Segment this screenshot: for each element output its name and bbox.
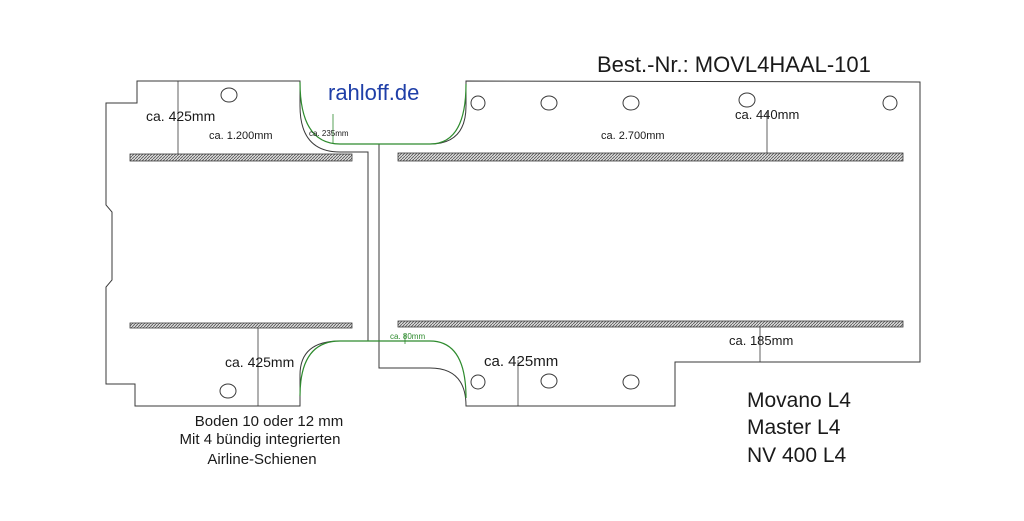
left-panel-length-label: ca. 1.200mm: [209, 130, 273, 142]
model-line-3: NV 400 L4: [747, 444, 847, 467]
right-panel-tie-down-hole: [540, 95, 558, 111]
floor-note-line-2: Mit 4 bündig integrierten: [180, 431, 341, 448]
left-panel-top-airline-rail: [129, 153, 353, 162]
right-panel-length-label: ca. 2.700mm: [601, 130, 665, 142]
left-floor-panel-outline: [105, 80, 369, 407]
model-line-2: Master L4: [747, 416, 841, 439]
left-panel-top-tie-down-hole: [220, 87, 238, 103]
bottom-connector-outline: [299, 340, 467, 399]
top-connector-outline: [299, 81, 467, 145]
right-panel-top-dimension-label: ca. 440mm: [735, 107, 799, 122]
left-panel-top-dimension-label: ca. 425mm: [146, 108, 215, 124]
order-number-label: Best.-Nr.: MOVL4HAAL-101: [597, 52, 871, 77]
right-panel-bottom-left-dimension-label: ca. 425mm: [484, 353, 558, 370]
right-panel-tie-down-hole: [470, 95, 486, 111]
right-panel-tie-down-hole: [540, 373, 558, 389]
right-panel-tie-down-hole: [622, 95, 640, 111]
floor-note-line-3: Airline-Schienen: [207, 451, 316, 468]
floor-note-line-1: Boden 10 oder 12 mm: [195, 413, 343, 430]
right-panel-tie-down-hole: [470, 374, 486, 390]
top-connector-dimension-label: ca. 235mm: [309, 129, 349, 138]
right-panel-bottom-right-dimension-label: ca. 185mm: [729, 333, 793, 348]
bottom-connector-dimension-label: ca. 80mm: [390, 332, 425, 341]
right-panel-tie-down-hole: [738, 92, 756, 108]
right-floor-panel-outline: [378, 80, 921, 407]
brand-label: rahloff.de: [328, 80, 419, 105]
right-panel-tie-down-hole: [622, 374, 640, 390]
right-panel-bottom-airline-rail: [397, 320, 904, 328]
model-line-1: Movano L4: [747, 389, 851, 412]
right-panel-tie-down-hole: [882, 95, 898, 111]
left-panel-bottom-dimension-label: ca. 425mm: [225, 354, 294, 370]
left-panel-bottom-tie-down-hole: [219, 383, 237, 399]
left-panel-bottom-airline-rail: [129, 322, 353, 329]
right-panel-top-airline-rail: [397, 152, 904, 162]
